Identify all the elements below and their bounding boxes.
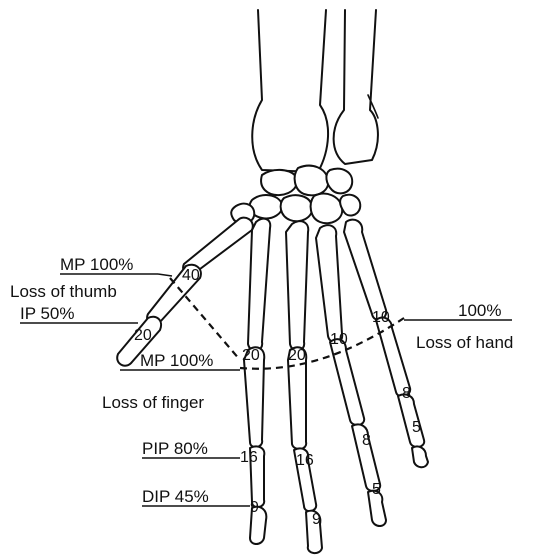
index-finger-bones [244, 219, 270, 544]
dip-label: DIP 45% [142, 487, 209, 506]
pip-label: PIP 80% [142, 439, 208, 458]
thumb-amputation-line [170, 278, 240, 360]
thumb-mp-label: MP 100% [60, 255, 133, 274]
middle-pip-value: 16 [296, 452, 314, 469]
finger-mp-label: MP 100% [140, 351, 213, 370]
little-pip-value: 8 [402, 385, 411, 402]
hand-pct-label: 100% [458, 301, 501, 320]
ring-dip-value: 5 [372, 481, 381, 498]
loss-of-thumb-label: Loss of thumb [10, 282, 117, 301]
middle-finger-bones [286, 221, 322, 553]
index-dip-value: 9 [250, 499, 259, 516]
loss-of-finger-label: Loss of finger [102, 393, 204, 412]
carpal-bones [231, 166, 360, 224]
index-mp-value: 20 [242, 347, 260, 364]
little-mp-value: 10 [372, 309, 390, 326]
thumb-mp-value: 40 [182, 267, 200, 284]
loss-of-hand-label: Loss of hand [416, 333, 513, 352]
index-pip-value: 16 [240, 449, 258, 466]
ring-mp-value: 10 [330, 331, 348, 348]
middle-dip-value: 9 [312, 511, 321, 528]
thumb-ip-value: 20 [134, 327, 152, 344]
little-dip-value: 5 [412, 419, 421, 436]
thumb-mp-leader [158, 274, 172, 276]
middle-mp-value: 20 [288, 347, 306, 364]
forearm-bones [252, 10, 378, 172]
ring-pip-value: 8 [362, 432, 371, 449]
thumb-ip-label: IP 50% [20, 304, 75, 323]
